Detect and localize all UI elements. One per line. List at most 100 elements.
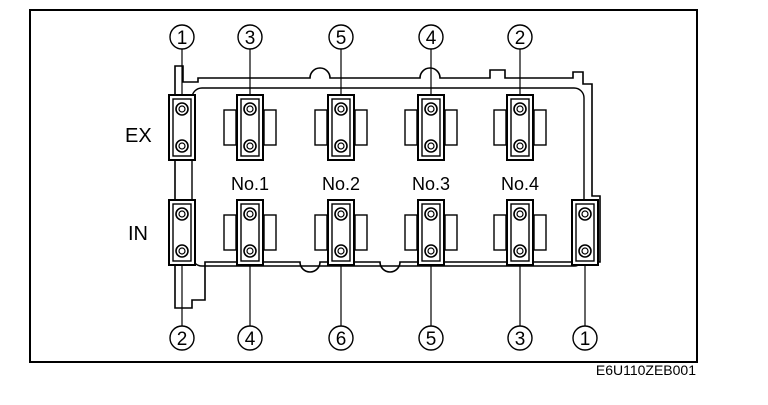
intake-cap-2 bbox=[223, 199, 277, 266]
intake-sequence-callout-1: 2 bbox=[169, 265, 195, 351]
bolt-1 bbox=[424, 207, 438, 221]
journal-block-right bbox=[444, 109, 458, 146]
bolt-head-1 bbox=[427, 105, 435, 113]
sequence-circle bbox=[328, 24, 354, 50]
sequence-circle bbox=[507, 325, 533, 351]
bolt-head-2 bbox=[516, 142, 524, 150]
journal-block-right bbox=[263, 109, 277, 146]
bolt-1 bbox=[424, 102, 438, 116]
sequence-number: 2 bbox=[515, 28, 526, 49]
bolt-2 bbox=[578, 244, 592, 258]
intake-cap-1 bbox=[168, 199, 196, 266]
journal-block-left bbox=[314, 214, 328, 251]
bolt-head-2 bbox=[246, 247, 254, 255]
journal-block-left bbox=[223, 109, 237, 146]
bolt-head-1 bbox=[178, 210, 186, 218]
journal-block-left bbox=[404, 214, 418, 251]
bolt-2 bbox=[243, 139, 257, 153]
exhaust-tightening-sequence: 1 3 5 4 2 bbox=[169, 24, 533, 95]
bolt-1 bbox=[513, 207, 527, 221]
intake-row-label: IN bbox=[128, 223, 148, 245]
sequence-number: 6 bbox=[336, 329, 347, 350]
journal-block-right bbox=[354, 214, 368, 251]
journal-block-left bbox=[314, 109, 328, 146]
sequence-circle bbox=[237, 24, 263, 50]
exhaust-bearing-caps bbox=[168, 94, 547, 161]
cap-inner bbox=[172, 98, 192, 157]
exhaust-sequence-callout-3: 5 bbox=[328, 24, 354, 95]
bolt-head-1 bbox=[516, 210, 524, 218]
bolt-1 bbox=[334, 207, 348, 221]
journal-block-left bbox=[493, 109, 507, 146]
sequence-number: 1 bbox=[580, 329, 591, 350]
bolt-2 bbox=[513, 139, 527, 153]
bolt-head-2 bbox=[246, 142, 254, 150]
exhaust-cap-1 bbox=[168, 94, 196, 161]
bolt-head-1 bbox=[178, 105, 186, 113]
sequence-number: 1 bbox=[177, 28, 188, 49]
outer-frame bbox=[29, 9, 698, 363]
journal-block-right bbox=[444, 214, 458, 251]
exhaust-sequence-callout-4: 4 bbox=[418, 24, 444, 95]
cap-inner bbox=[172, 203, 192, 262]
bolt-1 bbox=[175, 207, 189, 221]
bolt-head-2 bbox=[581, 247, 589, 255]
bolt-1 bbox=[243, 207, 257, 221]
sequence-circle bbox=[507, 24, 533, 50]
bolt-head-1 bbox=[581, 210, 589, 218]
cap-inner bbox=[331, 203, 351, 262]
cylinder-label-3: No.3 bbox=[412, 174, 450, 194]
figure-code: E6U110ZEB001 bbox=[595, 362, 696, 378]
journal-block-left bbox=[223, 214, 237, 251]
intake-sequence-callout-3: 6 bbox=[328, 265, 354, 351]
bolt-head-2 bbox=[427, 142, 435, 150]
bolt-2 bbox=[424, 139, 438, 153]
sequence-number: 4 bbox=[426, 28, 437, 49]
cap-inner bbox=[331, 98, 351, 157]
sequence-number: 2 bbox=[177, 329, 188, 350]
cylinder-head-outline bbox=[174, 65, 601, 309]
sequence-circle bbox=[572, 325, 598, 351]
cap-inner bbox=[421, 98, 441, 157]
exhaust-sequence-callout-1: 1 bbox=[169, 24, 195, 95]
bolt-head-1 bbox=[337, 210, 345, 218]
bolt-2 bbox=[334, 139, 348, 153]
journal-block-left bbox=[404, 109, 418, 146]
cap-inner bbox=[240, 203, 260, 262]
sequence-circle bbox=[237, 325, 263, 351]
journal-block-right bbox=[533, 214, 547, 251]
bolt-2 bbox=[243, 244, 257, 258]
bolt-1 bbox=[334, 102, 348, 116]
bolt-2 bbox=[424, 244, 438, 258]
bolt-2 bbox=[513, 244, 527, 258]
bolt-head-2 bbox=[337, 247, 345, 255]
sequence-number: 3 bbox=[515, 329, 526, 350]
sequence-number: 5 bbox=[426, 329, 437, 350]
intake-sequence-callout-6: 1 bbox=[572, 265, 598, 351]
cap-inner bbox=[421, 203, 441, 262]
intake-bearing-caps bbox=[168, 199, 599, 266]
sequence-circle bbox=[418, 24, 444, 50]
cylinder-label-2: No.2 bbox=[322, 174, 360, 194]
intake-tightening-sequence: 2 4 6 5 3 1 bbox=[169, 265, 598, 351]
exhaust-cap-2 bbox=[223, 94, 277, 161]
bolt-2 bbox=[175, 244, 189, 258]
sequence-number: 4 bbox=[245, 329, 256, 350]
bolt-head-1 bbox=[516, 105, 524, 113]
journal-block-right bbox=[263, 214, 277, 251]
bolt-head-1 bbox=[246, 105, 254, 113]
journal-block-left bbox=[493, 214, 507, 251]
intake-cap-5 bbox=[493, 199, 547, 266]
journal-block-right bbox=[354, 109, 368, 146]
cylinder-label-1: No.1 bbox=[231, 174, 269, 194]
cap-inner bbox=[240, 98, 260, 157]
bolt-2 bbox=[334, 244, 348, 258]
bolt-head-2 bbox=[178, 247, 186, 255]
intake-sequence-callout-2: 4 bbox=[237, 265, 263, 351]
sequence-number: 3 bbox=[245, 28, 256, 49]
sequence-number: 5 bbox=[336, 28, 347, 49]
intake-sequence-callout-4: 5 bbox=[418, 265, 444, 351]
bolt-1 bbox=[243, 102, 257, 116]
